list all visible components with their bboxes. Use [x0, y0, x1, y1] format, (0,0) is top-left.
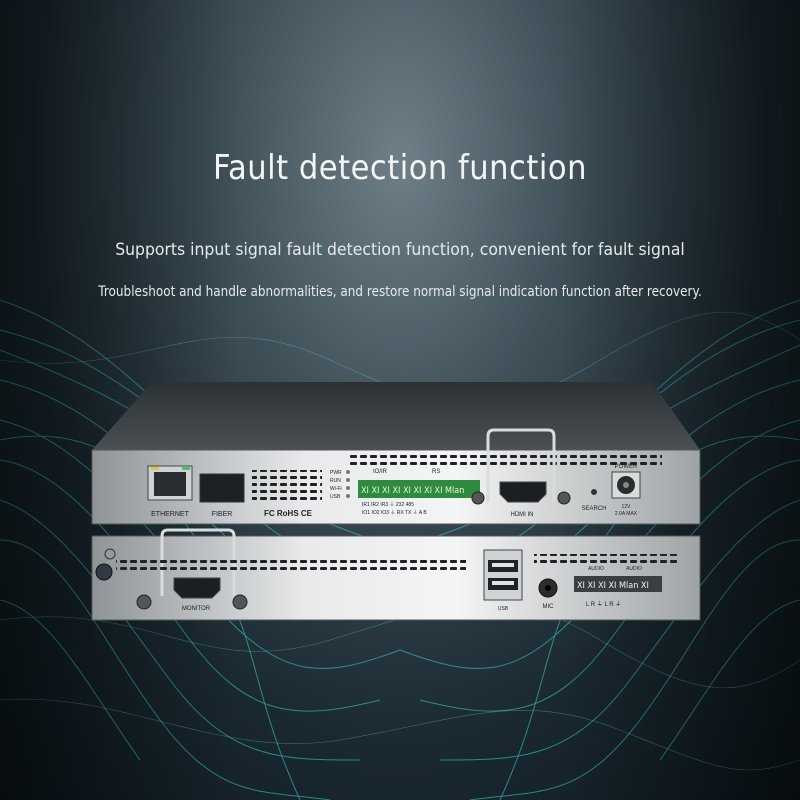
subtitle-line-2: Troubleshoot and handle abnormalities, a…	[98, 284, 702, 300]
hdmi-in-label: HDMI IN	[511, 512, 534, 518]
audio-channel-labels: L R ⏚ L R ⏚	[586, 601, 621, 608]
rs-label: RS	[432, 469, 440, 475]
power-spec-current: 2.0A MAX	[615, 511, 638, 517]
power-spec-voltage: 12V	[622, 504, 632, 510]
terminal-block	[358, 480, 480, 498]
led-wifi-label: Wi-Fi	[330, 486, 342, 492]
search-label: SEARCH	[581, 506, 606, 512]
ground-screw-icon	[95, 563, 113, 581]
fiber-port	[199, 473, 245, 503]
subtitle-line-1: Supports input signal fault detection fu…	[115, 240, 685, 260]
monitor-port	[173, 577, 221, 599]
terminal-row2-label: IO1 IO2 IO3 ⏚ RX TX ⏚ A B	[362, 509, 427, 516]
audio-terminal-marks: XI XI XI XI Mlan XI	[577, 581, 649, 591]
screw-right-icon	[557, 491, 571, 505]
monitor-screw-left-icon	[136, 594, 152, 610]
page-title: Fault detection function	[213, 148, 587, 188]
bottom-device: MONITOR USB MIC AUDIO AUDIO XI XI XI XI …	[91, 528, 701, 621]
led-usb-label: USB	[330, 494, 341, 500]
audio-right-label: AUDIO	[626, 566, 642, 572]
hdmi-cable-bracket	[486, 428, 556, 502]
monitor-screw-right-icon	[232, 594, 248, 610]
monitor-label: MONITOR	[182, 606, 211, 612]
mic-label: MIC	[543, 604, 555, 610]
ground-icon	[104, 548, 116, 560]
ethernet-port	[147, 465, 193, 501]
certification-marks: FC RoHS CE	[264, 509, 313, 518]
top-right-vents	[350, 454, 662, 466]
led-pwr-label: PWR	[330, 470, 342, 476]
audio-terminal-block	[574, 576, 662, 592]
top-device: ETHERNET FIBER PWR RUN Wi-Fi USB IO/IR R…	[91, 382, 701, 525]
usb-ports	[483, 549, 523, 601]
io-ir-label: IO/IR	[373, 469, 388, 475]
top-left-vents	[252, 470, 322, 500]
bottom-right-vents	[534, 554, 680, 564]
search-button[interactable]	[591, 489, 597, 495]
fiber-label: FIBER	[212, 511, 233, 518]
monitor-cable-bracket	[160, 528, 236, 596]
terminal-row1-label: IR1 IR2 IR3 ⏚ 232 485	[362, 501, 414, 508]
hdmi-in-port	[499, 481, 547, 503]
usb-label: USB	[498, 606, 509, 612]
audio-left-label: AUDIO	[588, 566, 604, 572]
bottom-left-vents	[116, 560, 466, 572]
led-run-label: RUN	[330, 478, 341, 484]
power-port	[611, 471, 641, 499]
ethernet-label: ETHERNET	[151, 511, 189, 518]
power-label: POWER	[615, 464, 638, 470]
status-leds: PWR RUN Wi-Fi USB	[330, 470, 350, 500]
screw-left-icon	[471, 491, 485, 505]
device-product-image: ETHERNET FIBER PWR RUN Wi-Fi USB IO/IR R…	[91, 382, 701, 621]
terminal-marks: XI XI XI XI XI XI XI XI Mlan	[361, 486, 464, 496]
